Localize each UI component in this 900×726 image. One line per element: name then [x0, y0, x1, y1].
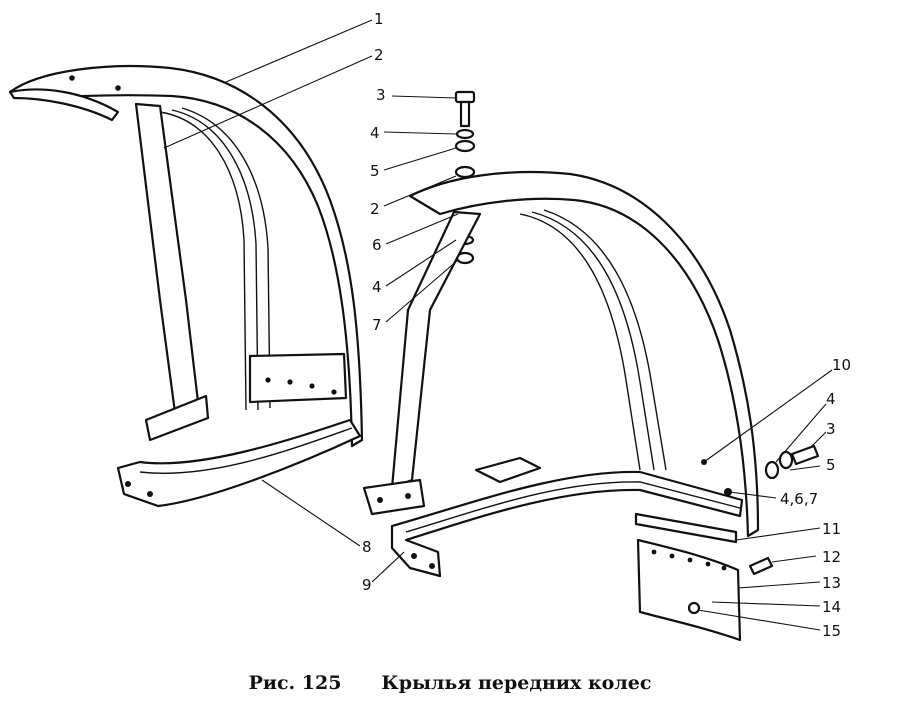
- callout-10: 10: [832, 356, 851, 374]
- figure-caption: Рис. 125 Крылья передних колес: [0, 672, 900, 694]
- callout-labels: 1 2 3 4 5 2 6 4 7 10 4 3 5 4,6,7 8 11 12…: [362, 10, 851, 640]
- leader-lines: [163, 19, 833, 631]
- callout-6: 6: [372, 236, 382, 254]
- callout-3: 3: [826, 420, 836, 438]
- left-fender: [8, 64, 364, 508]
- callout-4: 4: [372, 278, 382, 296]
- callout-14: 14: [822, 598, 841, 616]
- callout-5: 5: [826, 456, 836, 474]
- callout-2: 2: [374, 46, 384, 64]
- callout-12: 12: [822, 548, 841, 566]
- callout-9: 9: [362, 576, 372, 594]
- callout-2: 2: [370, 200, 380, 218]
- callout-7: 7: [372, 316, 382, 334]
- figure-number: Рис. 125: [248, 672, 342, 694]
- callout-8: 8: [362, 538, 372, 556]
- callout-5: 5: [370, 162, 380, 180]
- callout-13: 13: [822, 574, 841, 592]
- callout-4: 4: [370, 124, 380, 142]
- callout-4-6-7: 4,6,7: [780, 490, 818, 508]
- right-fender: [362, 170, 820, 642]
- callout-15: 15: [822, 622, 841, 640]
- callout-1: 1: [374, 10, 384, 28]
- callout-3: 3: [376, 86, 386, 104]
- callout-4: 4: [826, 390, 836, 408]
- figure-title: Крылья передних колес: [381, 672, 652, 694]
- callout-11: 11: [822, 520, 841, 538]
